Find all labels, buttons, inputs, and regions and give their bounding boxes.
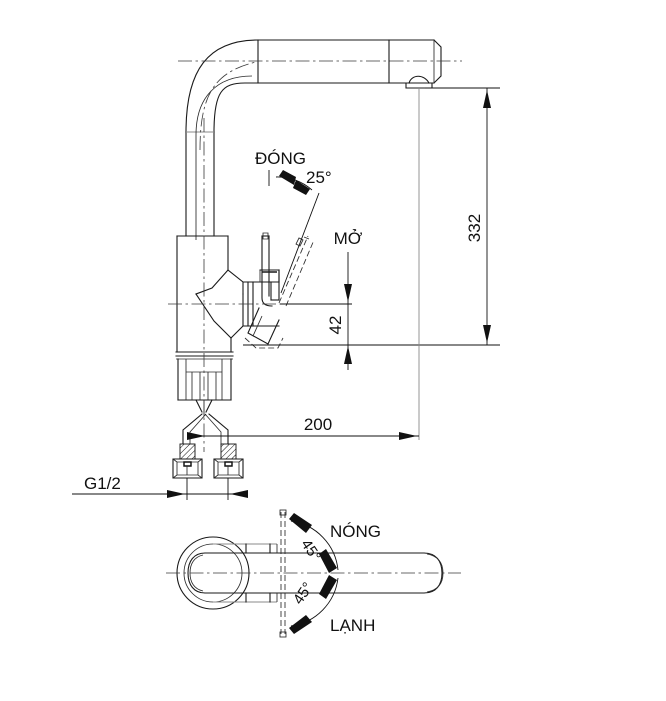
front-elevation-view: 332 200 42 G1/2 (72, 39, 500, 500)
label-mo-open-group: MỞ (334, 229, 363, 248)
dimension-thread-g12: G1/2 (72, 474, 248, 500)
lever-open-position (278, 235, 315, 307)
dimension-value-332: 332 (465, 214, 484, 242)
plan-spout-tube (187, 552, 444, 594)
angle-handle-25: ĐÓNG 25° (255, 149, 332, 294)
inlet-connector-right (204, 413, 244, 479)
inlet-connector-left (172, 413, 207, 479)
plan-axis-top-marker (279, 509, 287, 516)
plan-axis-bottom-marker (279, 631, 287, 638)
faucet-spout-body (185, 39, 442, 240)
thread-label-g12: G1/2 (84, 474, 121, 493)
angle-value-25: 25° (306, 168, 332, 187)
label-dong-close: ĐÓNG (255, 149, 306, 168)
dimension-handle-42: 42 (280, 252, 400, 370)
dimension-reach-200: 200 (187, 415, 419, 440)
label-lanh-cold: LẠNH (330, 616, 375, 635)
body-lower-outlet (244, 307, 284, 349)
label-nong-hot: NÓNG (330, 522, 381, 541)
dimension-value-42: 42 (326, 316, 345, 335)
dimension-value-200: 200 (304, 415, 332, 434)
plan-body-collar (213, 543, 278, 603)
label-mo-open: MỞ (334, 229, 363, 248)
